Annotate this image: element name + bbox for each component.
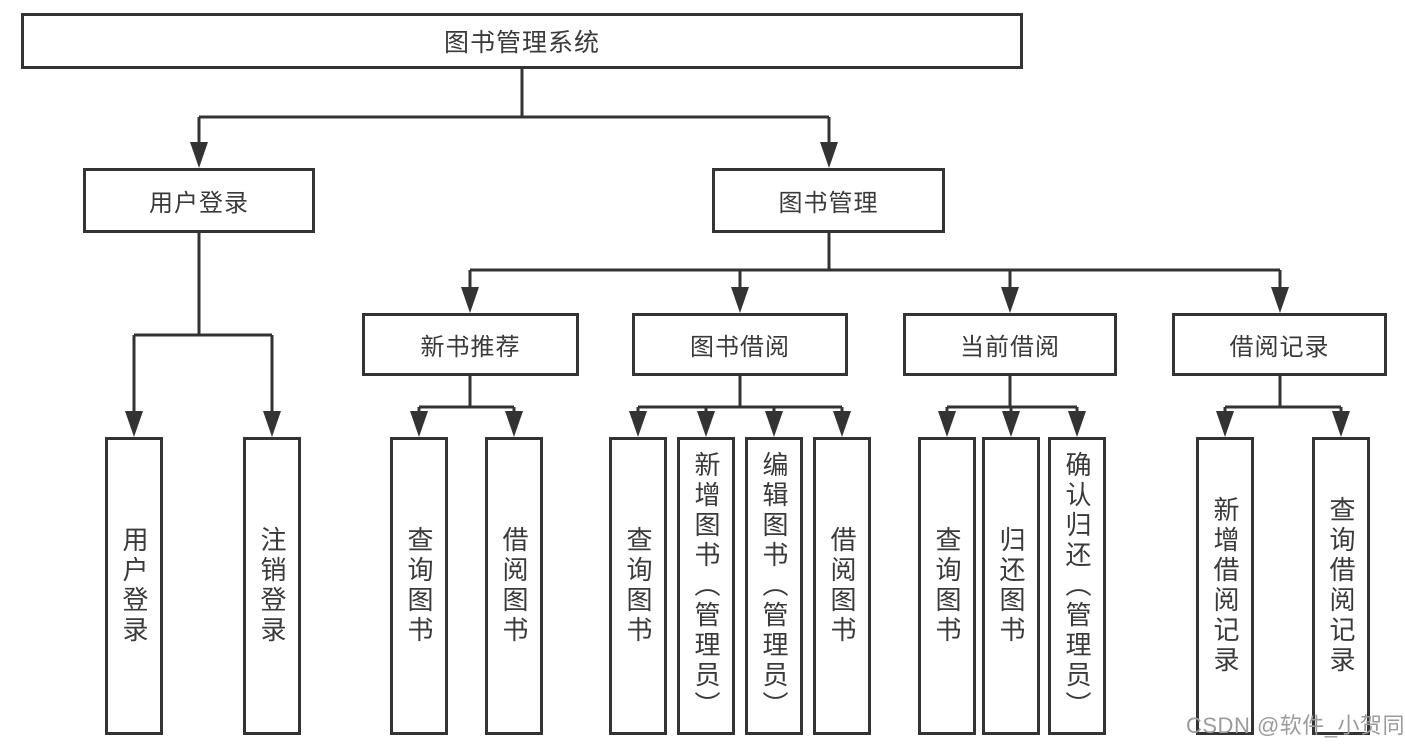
leaf-current-confirm-return-label: 确认归还（管理员） bbox=[1062, 451, 1092, 721]
leaf-recommend-query-books-label: 查询图书 bbox=[404, 526, 434, 646]
arrowhead-icon bbox=[1332, 411, 1350, 437]
connector-root bbox=[197, 69, 831, 144]
leaf-current-return-books-label: 归还图书 bbox=[996, 526, 1026, 646]
leaf-borrowing-borrow-books: 借阅图书 bbox=[813, 437, 871, 735]
node-current-borrowing: 当前借阅 bbox=[903, 313, 1117, 376]
connector-book-borrowing bbox=[636, 376, 844, 413]
arrowhead-icon bbox=[1002, 411, 1020, 437]
leaf-borrowing-edit-books-label: 编辑图书（管理员） bbox=[759, 451, 789, 721]
arrowhead-icon bbox=[765, 411, 783, 437]
connector-borrowing-records bbox=[1223, 376, 1343, 413]
arrowhead-icon bbox=[820, 142, 838, 168]
arrowhead-icon bbox=[697, 411, 715, 437]
leaf-user-login-label: 用户登录 bbox=[119, 526, 149, 646]
leaf-user-login: 用户登录 bbox=[105, 437, 163, 735]
leaf-records-add-record: 新增借阅记录 bbox=[1196, 437, 1254, 735]
node-book-borrowing: 图书借阅 bbox=[632, 313, 848, 376]
node-user-login-label: 用户登录 bbox=[149, 190, 249, 217]
arrowheads bbox=[125, 142, 1350, 437]
node-current-borrowing-label: 当前借阅 bbox=[960, 334, 1060, 361]
leaf-borrowing-add-books-label: 新增图书（管理员） bbox=[691, 451, 721, 721]
node-root-label: 图书管理系统 bbox=[443, 29, 600, 57]
node-book-management: 图书管理 bbox=[712, 168, 945, 233]
connector-new-book-recommend bbox=[417, 376, 516, 413]
arrowhead-icon bbox=[461, 287, 479, 313]
arrowhead-icon bbox=[1001, 287, 1019, 313]
node-root: 图书管理系统 bbox=[21, 13, 1023, 69]
csdn-watermark: CSDN @软件_小贺同学 bbox=[1186, 713, 1405, 738]
leaf-borrowing-add-books: 新增图书（管理员） bbox=[677, 437, 735, 735]
leaf-current-query-books-label: 查询图书 bbox=[932, 526, 962, 646]
leaf-records-add-record-label: 新增借阅记录 bbox=[1210, 496, 1240, 676]
node-book-management-label: 图书管理 bbox=[778, 190, 879, 217]
node-new-book-recommend-label: 新书推荐 bbox=[420, 334, 521, 361]
node-user-login: 用户登录 bbox=[83, 168, 315, 233]
leaf-records-query-record-label: 查询借阅记录 bbox=[1326, 496, 1356, 676]
node-new-book-recommend: 新书推荐 bbox=[362, 313, 579, 376]
node-borrowing-records: 借阅记录 bbox=[1172, 313, 1387, 376]
arrowhead-icon bbox=[731, 287, 749, 313]
arrowhead-icon bbox=[1068, 411, 1086, 437]
leaf-borrowing-edit-books: 编辑图书（管理员） bbox=[745, 437, 803, 735]
arrowhead-icon bbox=[505, 411, 523, 437]
leaf-borrowing-borrow-books-label: 借阅图书 bbox=[827, 526, 857, 646]
arrowhead-icon bbox=[938, 411, 956, 437]
connector-user-login bbox=[132, 233, 274, 413]
leaf-current-confirm-return: 确认归还（管理员） bbox=[1048, 437, 1106, 735]
arrowhead-icon bbox=[629, 411, 647, 437]
leaf-recommend-query-books: 查询图书 bbox=[390, 437, 448, 735]
leaf-current-query-books: 查询图书 bbox=[918, 437, 976, 735]
arrowhead-icon bbox=[190, 142, 208, 168]
arrowhead-icon bbox=[1271, 287, 1289, 313]
arrowhead-icon bbox=[833, 411, 851, 437]
leaf-records-query-record: 查询借阅记录 bbox=[1312, 437, 1370, 735]
arrowhead-icon bbox=[410, 411, 428, 437]
leaf-recommend-borrow-books-label: 借阅图书 bbox=[499, 526, 529, 646]
arrowhead-icon bbox=[1216, 411, 1234, 437]
leaf-borrowing-query-books: 查询图书 bbox=[609, 437, 667, 735]
connector-current-borrowing bbox=[945, 376, 1079, 413]
leaf-logout-label: 注销登录 bbox=[257, 526, 287, 646]
node-book-borrowing-label: 图书借阅 bbox=[690, 334, 790, 361]
arrowhead-icon bbox=[263, 411, 281, 437]
leaf-borrowing-query-books-label: 查询图书 bbox=[623, 526, 653, 646]
arrowhead-icon bbox=[125, 411, 143, 437]
leaf-logout: 注销登录 bbox=[243, 437, 301, 735]
leaf-current-return-books: 归还图书 bbox=[982, 437, 1040, 735]
connector-book-management bbox=[468, 233, 1282, 289]
leaf-recommend-borrow-books: 借阅图书 bbox=[485, 437, 543, 735]
node-borrowing-records-label: 借阅记录 bbox=[1229, 334, 1330, 361]
